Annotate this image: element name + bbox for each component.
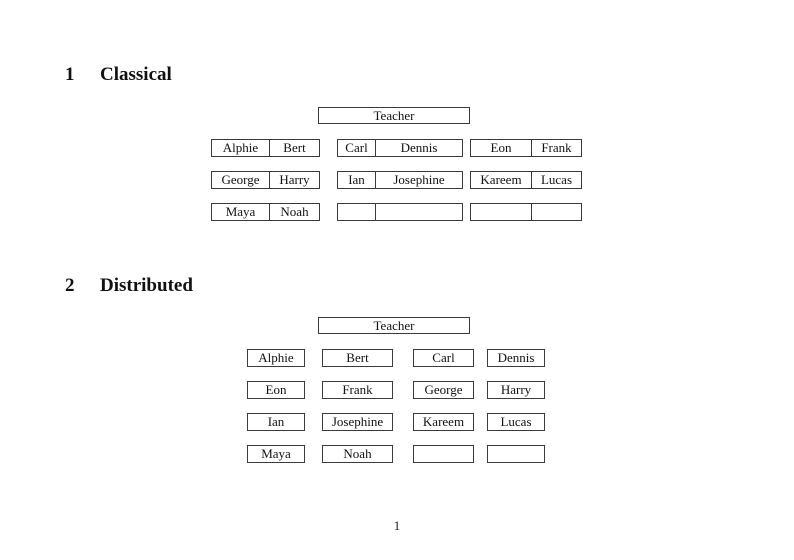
seat-name: Kareem	[422, 414, 465, 429]
desk-box: Dennis	[487, 349, 545, 367]
section-number: 1	[65, 64, 75, 85]
desk-box: Eon Frank	[470, 139, 582, 157]
seat-name: Harry	[500, 382, 532, 397]
section-heading-distributed: 2 Distributed	[65, 275, 193, 297]
desk-box: Noah	[322, 445, 393, 463]
seat-name: Kareem	[471, 172, 532, 188]
seat-name: Josephine	[393, 172, 445, 187]
seat-name: Maya	[212, 204, 270, 220]
seat-name	[376, 204, 462, 220]
section-title: Classical	[100, 64, 172, 85]
seat-name	[338, 204, 376, 220]
seat-name: Carl	[432, 350, 455, 365]
seat-name: Noah	[280, 204, 309, 219]
seat-name: Eon	[265, 382, 287, 397]
seat-name: Bert	[283, 140, 306, 155]
desk-box: Ian Josephine	[337, 171, 463, 189]
teacher-box: Teacher	[318, 107, 470, 124]
seat-name: Alphie	[212, 140, 270, 156]
section-heading-classical: 1 Classical	[65, 64, 172, 86]
seat-name: Noah	[343, 446, 372, 461]
desk-box: Harry	[487, 381, 545, 399]
section-number: 2	[65, 275, 75, 296]
seat-name	[471, 204, 532, 220]
desk-box: Maya Noah	[211, 203, 320, 221]
seat-name: Ian	[338, 172, 376, 188]
teacher-box: Teacher	[318, 317, 470, 334]
desk-box: Carl Dennis	[337, 139, 463, 157]
desk-box: Maya	[247, 445, 305, 463]
desk-box: Eon	[247, 381, 305, 399]
seat-name: Lucas	[540, 172, 573, 187]
desk-box: Carl	[413, 349, 474, 367]
seat-name: Ian	[267, 414, 285, 429]
teacher-label: Teacher	[373, 107, 415, 123]
seat-name: Eon	[471, 140, 532, 156]
desk-box-empty	[470, 203, 582, 221]
seat-name: Maya	[261, 446, 291, 461]
seat-name: Carl	[338, 140, 376, 156]
desk-box: George	[413, 381, 474, 399]
seat-name: George	[212, 172, 270, 188]
seat-name: George	[424, 382, 463, 397]
desk-box: Lucas	[487, 413, 545, 431]
teacher-label: Teacher	[373, 317, 415, 333]
seat-name: Dennis	[497, 350, 535, 365]
seat-name: Frank	[541, 140, 572, 155]
seat-name: Alphie	[258, 350, 294, 365]
desk-box-empty	[337, 203, 463, 221]
desk-box: Kareem	[413, 413, 474, 431]
seat-name	[532, 204, 581, 220]
seat-name: Lucas	[500, 414, 532, 429]
desk-box-empty	[487, 445, 545, 463]
desk-box: Bert	[322, 349, 393, 367]
seat-name: Harry	[279, 172, 310, 187]
seat-name: Frank	[342, 382, 373, 397]
seat-name: Bert	[346, 350, 369, 365]
desk-box: Ian	[247, 413, 305, 431]
desk-box-empty	[413, 445, 474, 463]
page-number: 1	[393, 518, 401, 533]
desk-box: Frank	[322, 381, 393, 399]
section-title: Distributed	[100, 275, 193, 296]
desk-box: Alphie	[247, 349, 305, 367]
seat-name: Dennis	[400, 140, 438, 155]
desk-box: Alphie Bert	[211, 139, 320, 157]
desk-box: George Harry	[211, 171, 320, 189]
seat-name: Josephine	[331, 414, 384, 429]
desk-box: Kareem Lucas	[470, 171, 582, 189]
desk-box: Josephine	[322, 413, 393, 431]
